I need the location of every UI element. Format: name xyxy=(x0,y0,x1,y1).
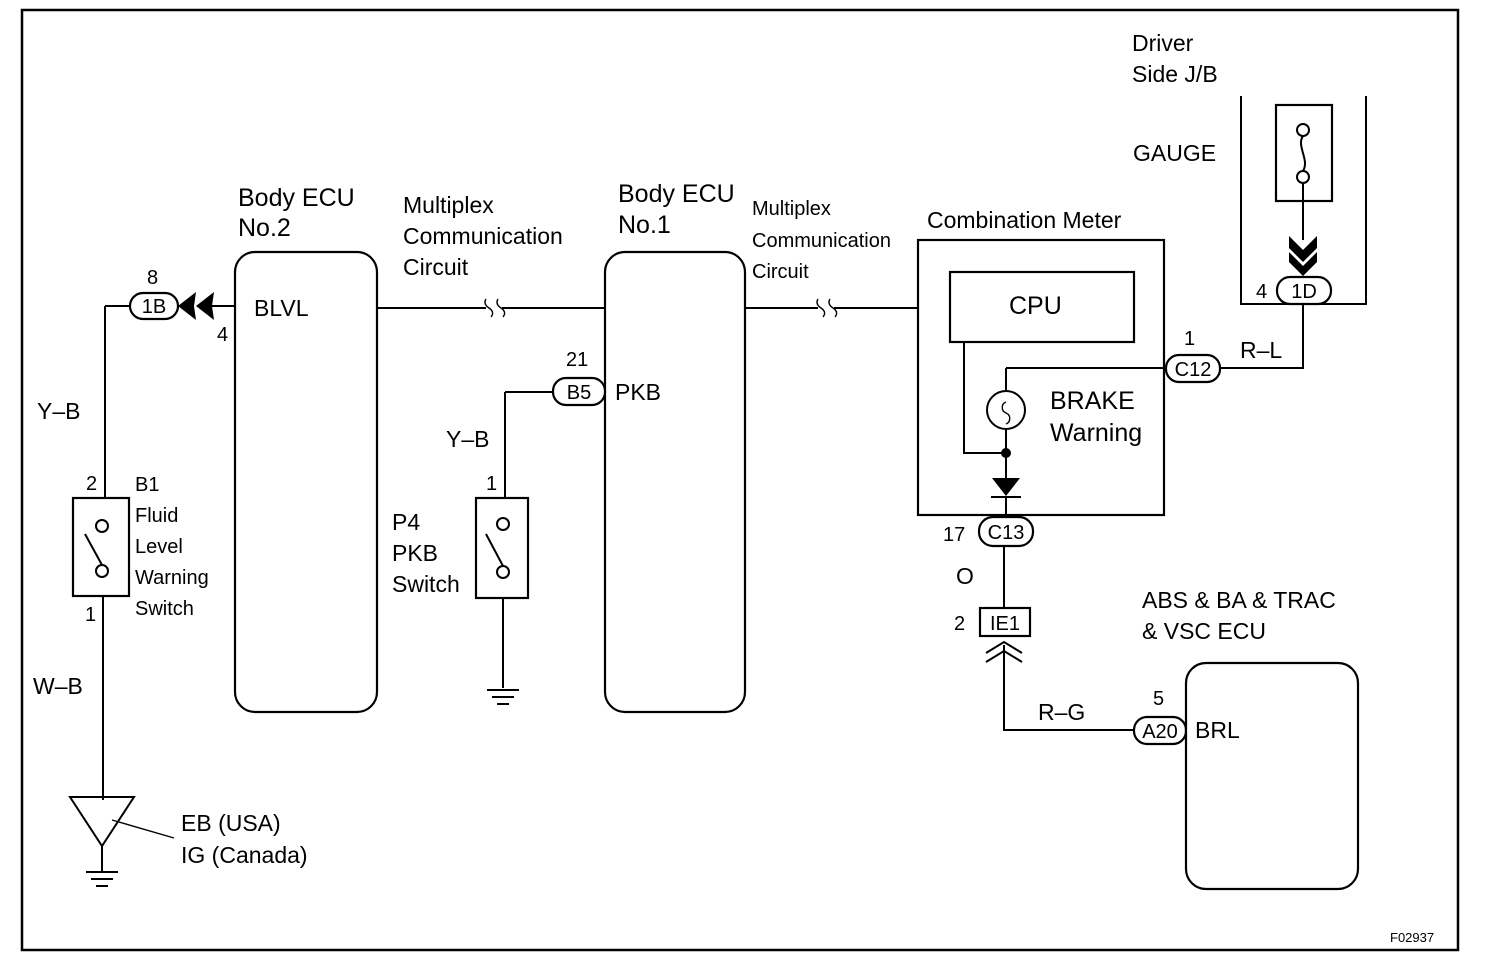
break-mark xyxy=(828,298,838,318)
wire-color-label: R–L xyxy=(1240,337,1282,363)
wire-rl xyxy=(1220,304,1304,369)
ground-icon xyxy=(487,689,519,705)
connector-ie1 xyxy=(978,606,1032,638)
terminal-brl: BRL xyxy=(1195,717,1240,743)
pin-number: 21 xyxy=(566,349,588,371)
connector-arrow-icon xyxy=(1289,236,1317,262)
pkb-switch-id: P4 xyxy=(392,509,420,535)
body-ecu-1-box xyxy=(603,250,747,714)
pin-number: 1 xyxy=(1184,328,1195,350)
fuse-icon xyxy=(1300,135,1306,172)
body-ecu-1-title: Body ECU xyxy=(618,180,735,208)
lamp-filament xyxy=(1001,401,1011,425)
connector-arrow-icon xyxy=(178,292,196,320)
wire-color-label: R–G xyxy=(1038,699,1085,725)
pkb-switch-label: PKB xyxy=(392,540,438,566)
cpu-label: CPU xyxy=(1009,292,1062,320)
connector-arrow-icon xyxy=(1289,252,1317,276)
pin-number: 5 xyxy=(1153,688,1164,710)
pkb-switch-box xyxy=(474,496,530,600)
driver-side-jb-title-2: Side J/B xyxy=(1132,61,1218,87)
fluid-switch-label: Level xyxy=(135,536,183,558)
multiplex-label-2: Circuit xyxy=(752,261,809,283)
diode-icon xyxy=(992,478,1020,496)
connector-1b-label: 1B xyxy=(142,296,166,318)
multiplex-label-1: Circuit xyxy=(403,254,469,280)
connector-a20-label: A20 xyxy=(1142,721,1178,743)
ground-label-2: IG (Canada) xyxy=(181,842,308,868)
diagram-frame xyxy=(20,8,1460,952)
ground-label: EB (USA) xyxy=(181,810,281,836)
break-mark xyxy=(484,298,494,318)
fluid-switch-label: Switch xyxy=(135,598,194,620)
connector-1d-label: 1D xyxy=(1291,281,1317,303)
wire-rg xyxy=(1003,645,1134,731)
connector-b5-label: B5 xyxy=(567,382,591,404)
switch-contact xyxy=(496,517,510,531)
fluid-switch-label: Warning xyxy=(135,567,209,589)
connector-ie1-label: IE1 xyxy=(990,613,1020,635)
body-ecu-1-title-2: No.1 xyxy=(618,211,671,239)
terminal-pkb: PKB xyxy=(615,379,661,405)
abs-ecu-title: ABS & BA & TRAC xyxy=(1142,587,1336,613)
connector-1d xyxy=(1275,275,1333,306)
ground-leader-line xyxy=(111,819,175,839)
switch-lever xyxy=(84,533,103,566)
multiplex-label-2: Multiplex xyxy=(752,198,831,220)
pin-number: 4 xyxy=(217,324,228,346)
abs-ecu-box xyxy=(1184,661,1360,891)
pin-number: 2 xyxy=(86,473,97,495)
terminal-blvl: BLVL xyxy=(254,295,309,321)
multiplex-label-2: Communication xyxy=(752,230,891,252)
body-ecu-2-box xyxy=(233,250,379,714)
pin-number: 1 xyxy=(85,604,96,626)
ground-triangle xyxy=(68,796,136,848)
connector-c12-label: C12 xyxy=(1175,359,1212,381)
connector-c13 xyxy=(977,515,1035,548)
pin-number: 1 xyxy=(486,473,497,495)
wire-color-label: O xyxy=(956,563,974,589)
switch-contact xyxy=(95,519,109,533)
pin-number: 8 xyxy=(147,267,158,289)
connector-arrow-icon xyxy=(196,292,214,320)
driver-side-jb-title: Driver xyxy=(1132,30,1194,56)
figure-id: F02937 xyxy=(1390,930,1434,945)
break-mark xyxy=(816,298,826,318)
fluid-switch-id: B1 xyxy=(135,474,159,496)
combination-meter-title: Combination Meter xyxy=(927,207,1122,233)
fluid-switch-box xyxy=(71,496,131,598)
break-mark xyxy=(496,298,506,318)
connector-b5 xyxy=(551,376,607,407)
multiplex-label-1: Communication xyxy=(403,223,563,249)
wire-color-label: Y–B xyxy=(446,426,489,452)
wire-color-label: Y–B xyxy=(37,398,80,424)
connector-c13-label: C13 xyxy=(988,522,1025,544)
body-ecu-2-title: Body ECU xyxy=(238,184,355,212)
fuse-gauge-label: GAUGE xyxy=(1133,140,1216,166)
junction-dot xyxy=(1001,448,1011,458)
brake-warning-label-2: Warning xyxy=(1050,419,1142,447)
abs-ecu-title-2: & VSC ECU xyxy=(1142,618,1266,644)
pin-number: 17 xyxy=(943,524,965,546)
pin-number: 4 xyxy=(1256,281,1267,303)
fluid-switch-label: Fluid xyxy=(135,505,178,527)
pin-number: 2 xyxy=(954,613,965,635)
cpu-box xyxy=(948,270,1136,344)
pkb-switch-label: Switch xyxy=(392,571,460,597)
wire-color-label: W–B xyxy=(33,673,83,699)
wire-cpu-to-lamp xyxy=(963,342,1006,454)
ground-icon xyxy=(86,871,118,887)
switch-lever xyxy=(485,533,504,567)
brake-warning-label: BRAKE xyxy=(1050,387,1135,415)
multiplex-label-1: Multiplex xyxy=(403,192,494,218)
body-ecu-2-title-2: No.2 xyxy=(238,214,291,242)
